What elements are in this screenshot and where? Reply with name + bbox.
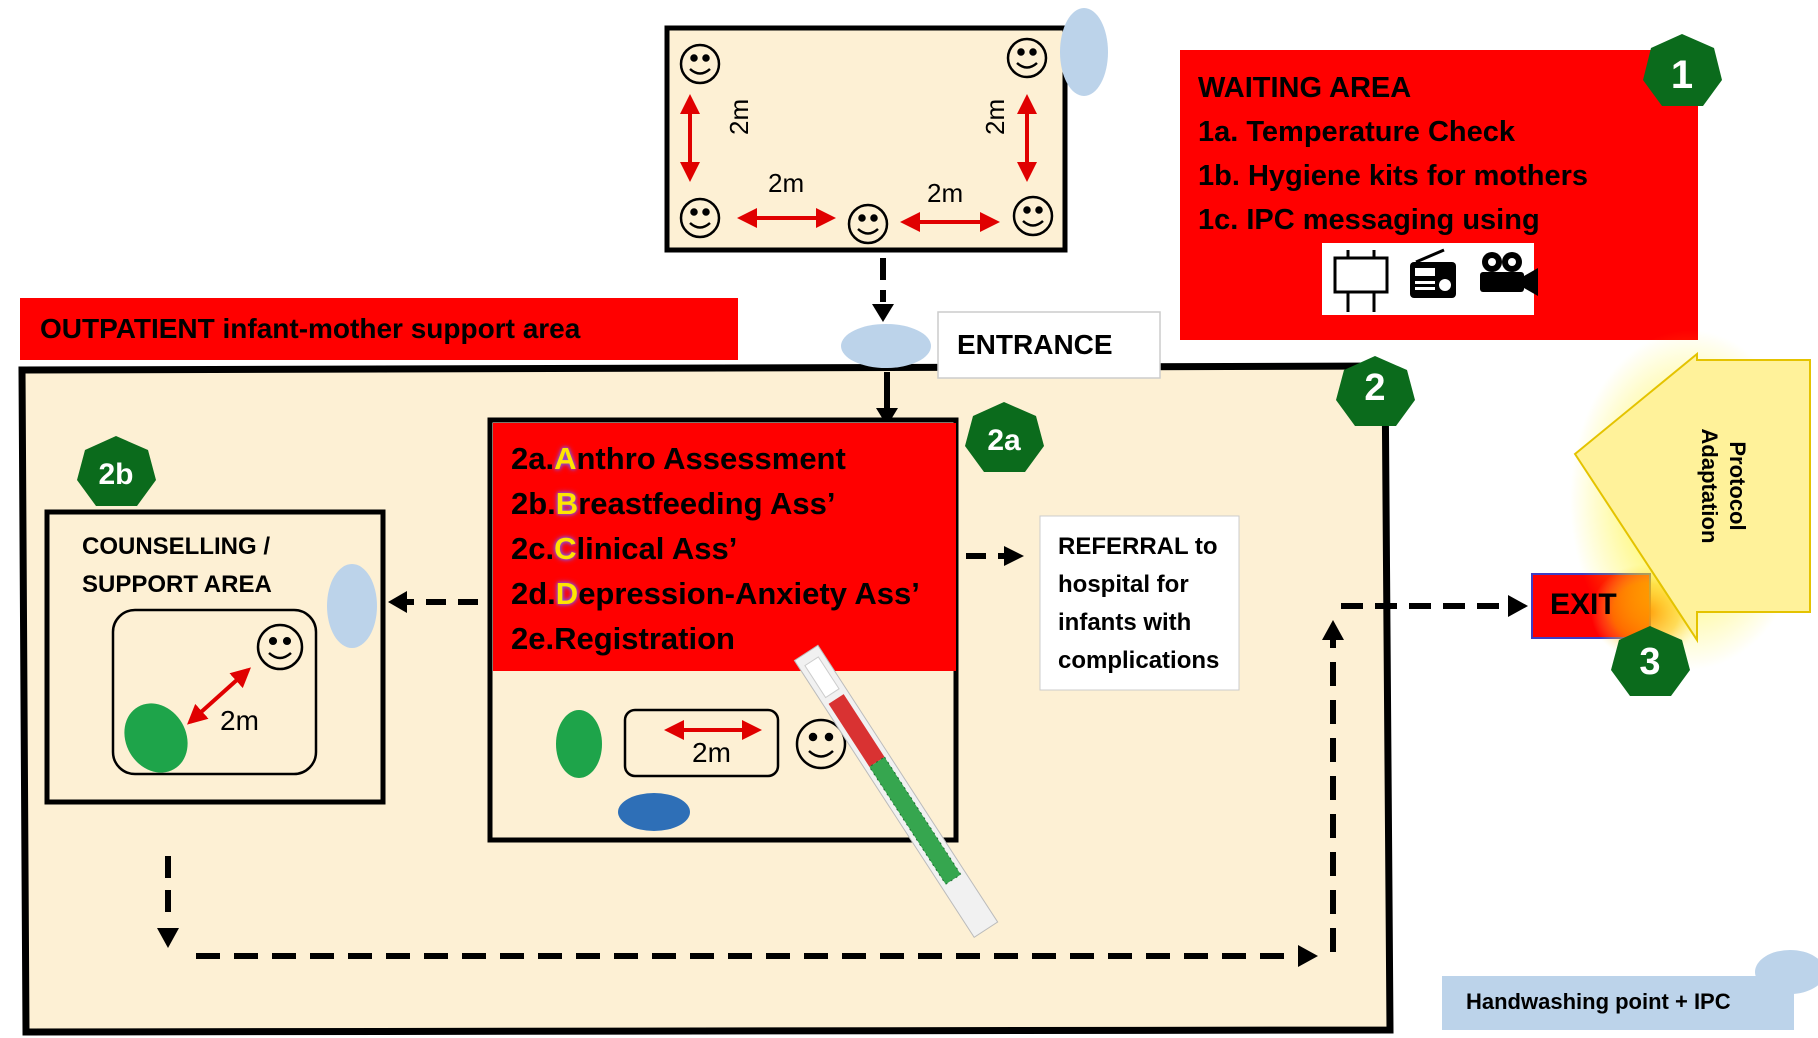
referral-line: hospital for xyxy=(1058,571,1189,598)
distance-label-left: 2m xyxy=(724,99,754,135)
handwashing-point-icon xyxy=(327,564,377,648)
smiley-icon xyxy=(847,203,889,245)
badge-2a-label: 2a xyxy=(987,424,1021,457)
mother-seat-icon xyxy=(124,703,188,773)
badge-2-label: 2 xyxy=(1364,367,1385,409)
entrance-label: ENTRANCE xyxy=(957,329,1113,360)
badge-3-label: 3 xyxy=(1639,641,1660,683)
protocol-adaptation-arrow xyxy=(1573,351,1811,644)
legend-box xyxy=(1442,976,1794,1030)
waiting-area-item: 1c. IPC messaging using xyxy=(1198,204,1540,236)
distance-label-bottom-left: 2m xyxy=(768,168,804,198)
badge-2b xyxy=(77,436,156,506)
counselling-room xyxy=(111,608,318,776)
waiting-area-item: 1b. Hygiene kits for mothers xyxy=(1198,160,1588,192)
waiting-area-item: 1a. Temperature Check xyxy=(1198,116,1515,148)
smiley-icon xyxy=(1012,195,1054,237)
badge-1 xyxy=(1643,34,1722,106)
assessment-item: 2c.Clinical Ass’ xyxy=(511,531,738,566)
assessment-list-panel xyxy=(493,423,956,671)
smiley-icon xyxy=(256,623,304,671)
smiley-icon xyxy=(795,718,847,770)
entrance-label-box xyxy=(937,311,1161,379)
smiley-icon xyxy=(679,197,721,239)
counselling-area-box xyxy=(44,509,386,805)
badge-1-label: 1 xyxy=(1671,53,1693,97)
distance-arrow xyxy=(187,667,251,725)
protocol-label-line1: Protocol xyxy=(1725,441,1750,530)
assessment-item: 2d.Depression-Anxiety Ass’ xyxy=(511,576,920,611)
handwashing-point-icon xyxy=(841,324,931,368)
assessment-list: 2a.Anthro Assessment 2b.Breastfeeding As… xyxy=(511,436,920,661)
muac-tape-icon xyxy=(793,644,999,938)
waiting-area-title: WAITING AREA xyxy=(1198,72,1412,104)
scale-icon xyxy=(618,793,690,831)
badge-2a xyxy=(965,402,1044,472)
referral-line: REFERRAL to xyxy=(1058,533,1218,560)
billboard-icon xyxy=(1333,250,1389,312)
measurement-table xyxy=(623,708,780,778)
referral-line: complications xyxy=(1058,647,1220,674)
distance-label-right: 2m xyxy=(980,99,1010,135)
badge-2b-label: 2b xyxy=(98,458,133,491)
outpatient-label: OUTPATIENT infant-mother support area xyxy=(40,313,581,344)
radio-icon xyxy=(1410,248,1456,298)
smiley-icon xyxy=(1006,37,1048,79)
referral-line: infants with xyxy=(1058,609,1192,636)
referral-box xyxy=(1039,515,1240,691)
counselling-title: COUNSELLING / SUPPORT AREA xyxy=(82,528,272,604)
badge-3 xyxy=(1611,626,1690,696)
counselling-distance-label: 2m xyxy=(220,705,259,736)
assessment-item: 2e.Registration xyxy=(511,621,735,656)
video-camera-icon xyxy=(1480,252,1538,296)
assessment-item: 2b.Breastfeeding Ass’ xyxy=(511,486,836,521)
handwashing-point-icon xyxy=(1060,8,1108,96)
mother-seat-icon xyxy=(556,710,602,778)
outpatient-label-bar xyxy=(20,298,738,360)
assessment-item: 2a.Anthro Assessment xyxy=(511,441,846,476)
referral-text: REFERRAL to hospital for infants with co… xyxy=(1058,528,1219,680)
exit-label: EXIT xyxy=(1550,588,1617,621)
waiting-area-text: WAITING AREA 1a. Temperature Check 1b. H… xyxy=(1198,66,1588,242)
smiley-icon xyxy=(679,43,721,85)
waiting-room-box xyxy=(664,25,1068,253)
badge-2 xyxy=(1336,356,1415,426)
distance-label-bottom-right: 2m xyxy=(927,178,963,208)
counselling-title-line2: SUPPORT AREA xyxy=(82,571,272,598)
protocol-label-line2: Adaptation xyxy=(1697,429,1722,544)
assessment-distance-label: 2m xyxy=(692,737,731,768)
legend-label: Handwashing point + IPC xyxy=(1466,989,1731,1014)
counselling-title-line1: COUNSELLING / xyxy=(82,533,271,560)
